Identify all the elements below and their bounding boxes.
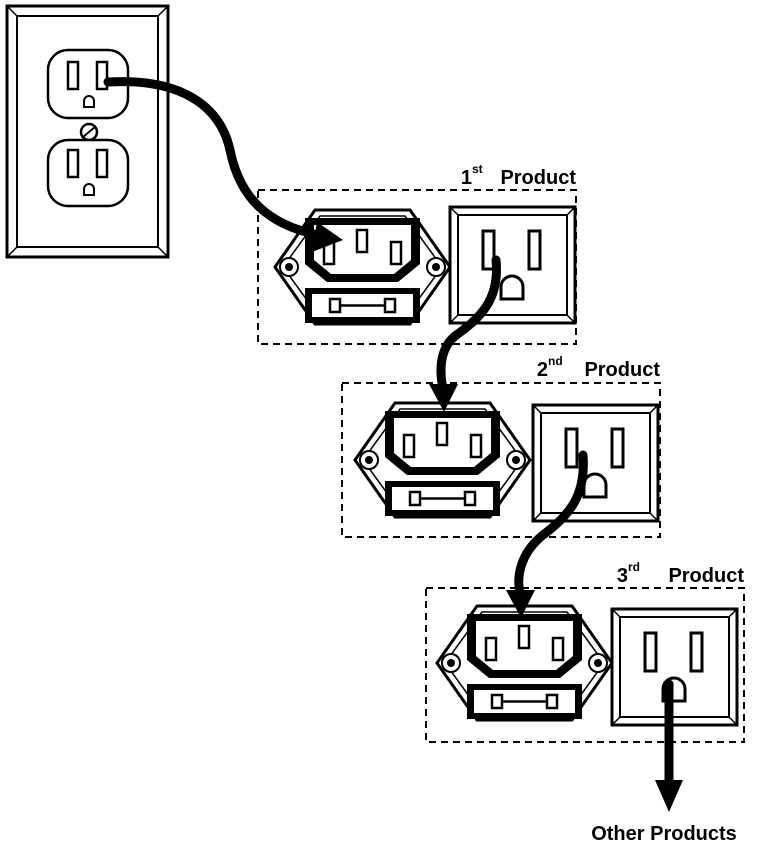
cord-product-1-to-product-2 [429,255,501,412]
product-3-label-num: 3 [617,565,628,587]
product-2-power-inlet [353,401,532,519]
cord-product-3-to-other-products [655,679,683,812]
product-1-label-word: Product [500,167,576,189]
product-2-label-num: 2 [537,359,548,381]
product-3-label-word: Product [668,565,744,587]
product-2-label-suffix: nd [548,354,563,368]
product-3-power-outlet [610,607,739,727]
product-2-label-word: Product [584,359,660,381]
product-3-dashed-border [425,587,745,743]
product-2-power-outlet [531,403,660,523]
product-2-dashed-border [341,382,661,538]
cord-product-2-to-product-3 [506,450,588,618]
wall-outlet [5,4,170,259]
product-3-power-inlet [435,604,614,722]
product-3-label-suffix: rd [628,560,640,574]
product-1-label-num: 1 [461,167,472,189]
product-3-group: 3 rd Product [425,560,745,743]
product-1-dashed-border [257,189,577,345]
product-1-label-suffix: st [472,162,483,176]
product-1-group: 1 st Product [257,162,577,345]
product-2-group: 2 nd Product [341,354,661,538]
other-products-label: Other Products [591,823,737,845]
product-1-power-outlet [448,205,577,325]
cord-wall-to-product-1 [103,77,343,252]
